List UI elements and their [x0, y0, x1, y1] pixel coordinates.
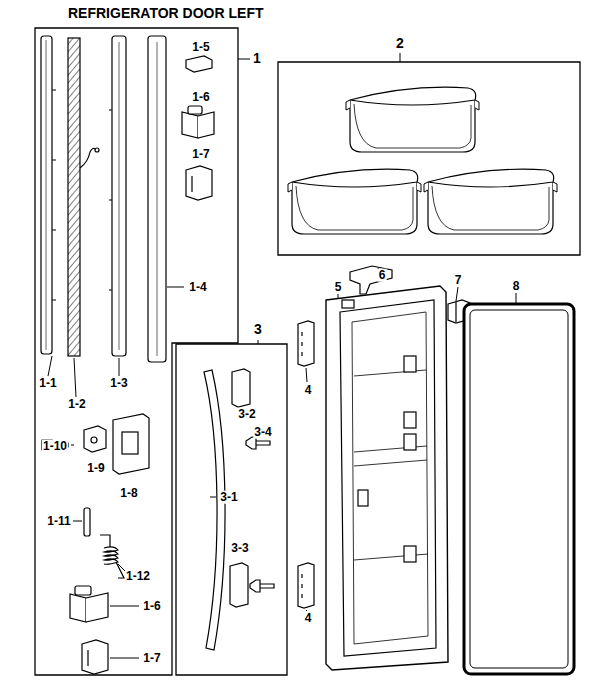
callout-number: 7	[454, 274, 463, 287]
callout-number: 2	[394, 36, 406, 51]
callout-number: 5	[334, 281, 343, 294]
group-box: 1	[35, 28, 275, 676]
callout-number: 1-8	[119, 487, 138, 500]
callout-number: 1-12	[125, 570, 151, 583]
diagram-title: REFRIGERATOR DOOR LEFT	[68, 6, 263, 21]
callout-number: 4	[304, 384, 313, 397]
callout-number: 1-10	[42, 440, 68, 453]
callout-number: 1	[251, 51, 263, 66]
callout-number: 1-11	[46, 515, 71, 528]
callout-number: 3-2	[237, 408, 256, 421]
callout-number: 3-1	[219, 491, 238, 504]
group-outline	[35, 28, 275, 676]
callout-number: 3-3	[230, 542, 249, 555]
callout-number: 1-3	[109, 377, 128, 390]
callout-number: 1-7	[142, 652, 161, 665]
callout-number: 1-5	[191, 41, 210, 54]
callout-number: 8	[512, 280, 521, 293]
callout-number: 6	[378, 269, 387, 282]
callout-number: 1-9	[86, 462, 105, 475]
callout-number: 1-1	[38, 377, 57, 390]
callout-number: 4	[304, 612, 313, 625]
group-box: 2	[278, 36, 580, 256]
callout-number: 1-2	[67, 398, 86, 411]
callout-number: 1-4	[188, 281, 207, 294]
callout-number: 3-4	[253, 426, 272, 439]
group-outline	[278, 36, 580, 256]
callout-number: 3	[252, 322, 264, 337]
callout-number: 1-6	[142, 600, 161, 613]
callout-number: 1-6	[191, 91, 210, 104]
callout-number: 1-7	[191, 148, 210, 161]
